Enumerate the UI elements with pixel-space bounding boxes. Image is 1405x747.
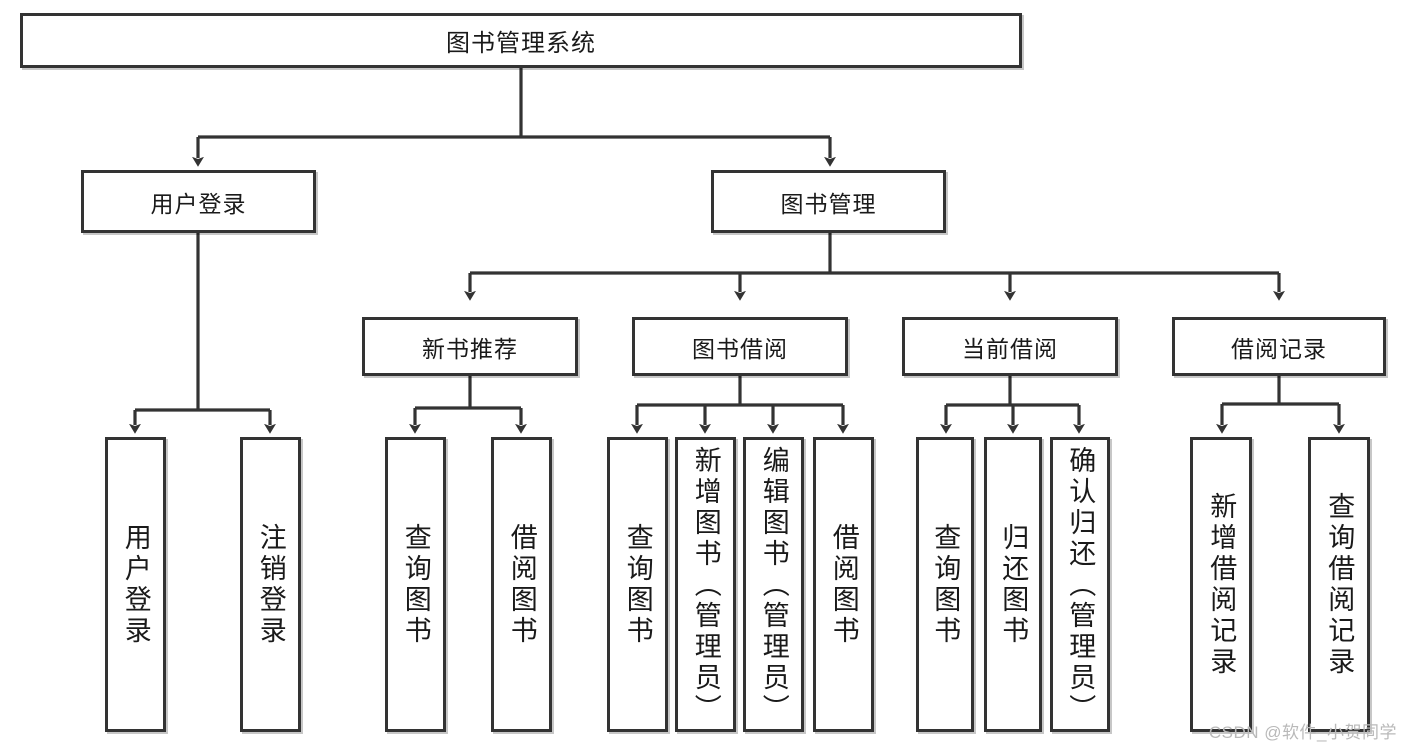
leaf-book-borrow-edit[interactable]: 编辑图书（管理员） (743, 437, 804, 732)
node-new-book-recommend[interactable]: 新书推荐 (362, 317, 578, 376)
node-borrow-record[interactable]: 借阅记录 (1172, 317, 1386, 376)
leaf-borrow-record-query[interactable]: 查询借阅记录 (1308, 437, 1370, 732)
leaf-book-borrow-add[interactable]: 新增图书（管理员） (675, 437, 736, 732)
leaf-label: 查询图书 (930, 522, 961, 647)
node-label: 当前借阅 (962, 335, 1058, 362)
leaf-label: 注销登录 (255, 522, 286, 647)
watermark-text: CSDN @软件_小贺同学 (1208, 723, 1397, 742)
node-current-borrow[interactable]: 当前借阅 (902, 317, 1118, 376)
leaf-label: 归还图书 (998, 522, 1029, 647)
node-label: 图书借阅 (692, 335, 788, 362)
leaf-label: 借阅图书 (828, 522, 859, 647)
node-label: 图书管理系统 (446, 30, 596, 57)
node-book-borrow[interactable]: 图书借阅 (632, 317, 848, 376)
leaf-label: 查询图书 (622, 522, 653, 647)
leaf-current-borrow-return[interactable]: 归还图书 (984, 437, 1042, 732)
leaf-book-borrow-borrow[interactable]: 借阅图书 (813, 437, 874, 732)
leaf-borrow-record-add[interactable]: 新增借阅记录 (1190, 437, 1252, 732)
node-user-login[interactable]: 用户登录 (81, 170, 316, 233)
leaf-label: 确认归还（管理员） (1065, 446, 1096, 725)
leaf-user-login-login[interactable]: 用户登录 (105, 437, 166, 732)
node-label: 图书管理 (780, 190, 877, 217)
leaf-label: 新增图书（管理员） (690, 446, 721, 725)
leaf-user-login-logout[interactable]: 注销登录 (240, 437, 301, 732)
node-root-system[interactable]: 图书管理系统 (20, 13, 1022, 68)
leaf-label: 查询借阅记录 (1324, 491, 1355, 678)
leaf-current-borrow-confirm-return[interactable]: 确认归还（管理员） (1050, 437, 1110, 732)
leaf-label: 编辑图书（管理员） (758, 446, 789, 725)
leaf-new-book-query[interactable]: 查询图书 (385, 437, 446, 732)
node-book-management[interactable]: 图书管理 (711, 170, 946, 233)
leaf-book-borrow-query[interactable]: 查询图书 (607, 437, 668, 732)
leaf-label: 查询图书 (400, 522, 431, 647)
leaf-current-borrow-query[interactable]: 查询图书 (916, 437, 974, 732)
leaf-new-book-borrow[interactable]: 借阅图书 (491, 437, 552, 732)
leaf-label: 借阅图书 (506, 522, 537, 647)
leaf-label: 新增借阅记录 (1206, 491, 1237, 678)
node-label: 借阅记录 (1231, 335, 1327, 362)
leaf-label: 用户登录 (120, 522, 151, 647)
node-label: 用户登录 (150, 190, 247, 217)
node-label: 新书推荐 (422, 335, 518, 362)
